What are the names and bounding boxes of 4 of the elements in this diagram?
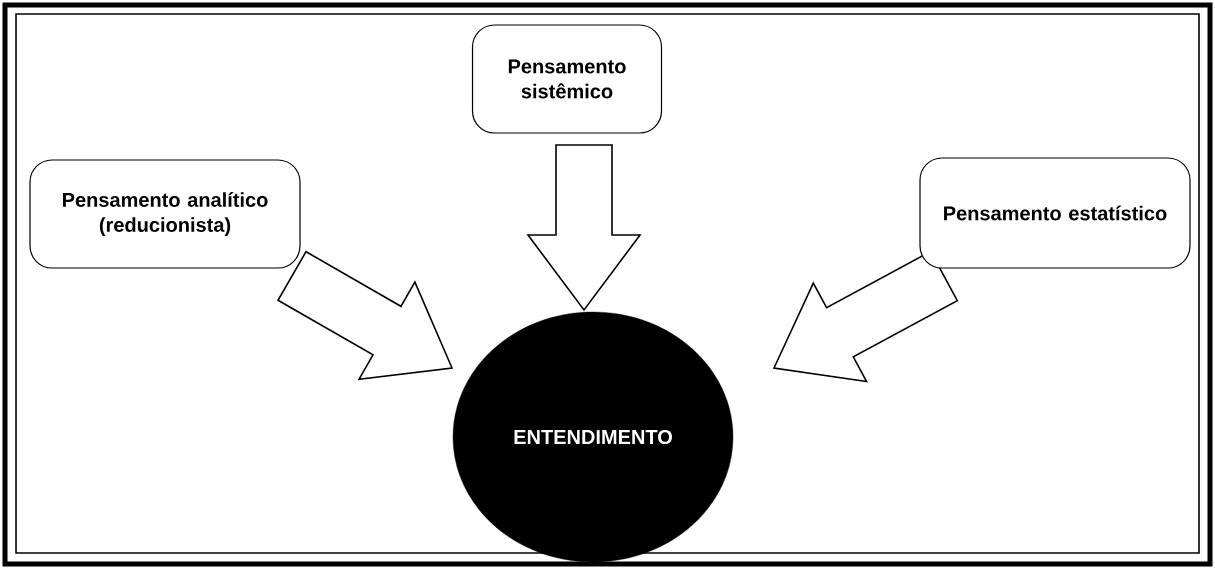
- rounded-box: Pensamento estatístico: [919, 157, 1191, 269]
- block-arrow: [526, 144, 642, 312]
- rounded-box: Pensamento sistêmico: [471, 24, 663, 134]
- rounded-box: Pensamento analítico (reducionista): [29, 159, 301, 269]
